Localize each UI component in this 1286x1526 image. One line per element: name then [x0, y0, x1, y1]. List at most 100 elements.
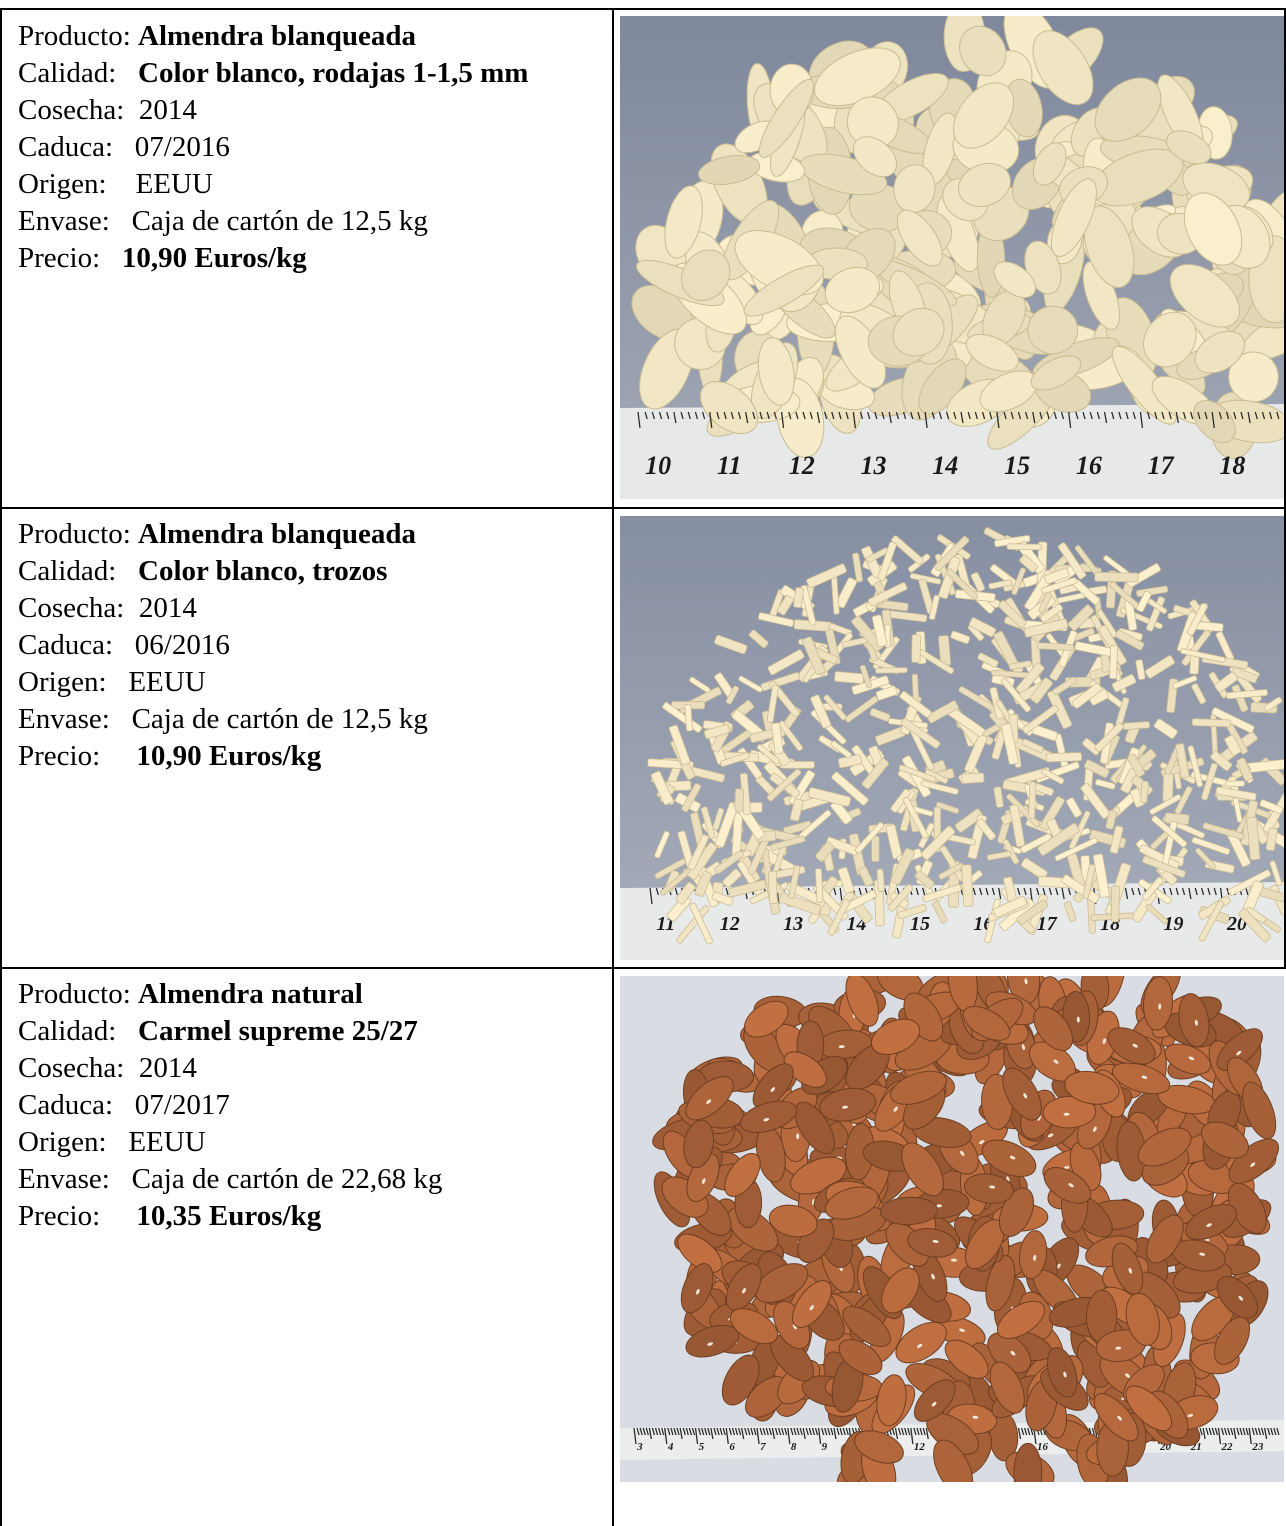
almond-sliver — [1149, 794, 1182, 815]
ruler-tick — [667, 1427, 671, 1436]
table-right-border — [1284, 8, 1286, 968]
almond-sliver — [899, 691, 932, 718]
almond-slice — [680, 249, 731, 301]
ruler-tick — [916, 1427, 920, 1436]
field-value: 10,90 Euros/kg — [136, 740, 322, 772]
almond-sliver — [977, 652, 999, 668]
ruler-number: 8 — [791, 1441, 797, 1453]
ruler-tick — [1024, 411, 1029, 420]
almond-sliver — [1230, 666, 1259, 684]
ruler-tick — [1261, 411, 1266, 420]
almond — [1201, 1121, 1249, 1159]
almond-slice — [953, 82, 1015, 149]
almond-sliver — [1083, 759, 1110, 778]
almond-chip — [931, 1401, 937, 1407]
ruler-tick — [747, 1427, 751, 1436]
almond-sliver — [1044, 567, 1070, 585]
ruler-tick — [799, 1427, 803, 1436]
ruler-tick — [921, 887, 926, 896]
almond-chip — [1238, 1295, 1244, 1301]
almond-sliver — [900, 717, 941, 749]
ruler-tick — [666, 411, 670, 420]
almond-sliver — [1038, 591, 1053, 614]
almond — [824, 1186, 879, 1220]
ruler-tick — [831, 411, 835, 420]
almond-chip — [1236, 1050, 1242, 1056]
field-label: Producto: — [18, 978, 131, 1010]
ruler-tick — [1257, 1427, 1262, 1436]
ruler-tick — [1036, 887, 1040, 896]
almond-sliver — [1226, 689, 1268, 700]
almond-sliver — [875, 685, 898, 701]
almond-chip — [1141, 1075, 1148, 1079]
almond-chip — [932, 1239, 939, 1244]
ruler-tick — [1263, 1427, 1268, 1440]
almond-sliver — [1039, 796, 1065, 831]
ruler-tick — [1091, 1427, 1095, 1436]
almond — [1216, 1276, 1258, 1319]
almond-chip — [796, 1133, 800, 1140]
product-photo-natural-almonds: 34567891011121314151617181920212223 — [620, 976, 1284, 1482]
product-line-caduca: Caduca: 06/2016 — [18, 627, 428, 664]
ruler-tick — [795, 411, 799, 420]
ruler-tick — [697, 1427, 702, 1436]
product-info-1: Producto: Almendra blanqueada Calidad: C… — [18, 18, 528, 277]
almond-sliver — [1041, 768, 1065, 785]
ruler-tick — [1124, 887, 1129, 900]
ruler-tick — [910, 1427, 914, 1445]
almond — [1111, 1062, 1171, 1095]
almond-chip — [792, 1323, 797, 1330]
ruler-tick — [694, 1427, 699, 1445]
ruler-tick — [816, 411, 821, 424]
almond-slice — [1030, 355, 1082, 391]
ruler-tick — [996, 411, 1000, 429]
field-label: Precio: — [18, 1200, 101, 1232]
ruler-number: 18 — [1219, 451, 1245, 480]
almond-sliver — [788, 865, 801, 899]
almond-sliver — [810, 694, 832, 729]
almond-sliver — [1198, 900, 1225, 942]
almond-sliver — [1110, 885, 1120, 923]
spacer — [107, 1126, 129, 1158]
ruler-tick — [845, 411, 849, 420]
almond — [998, 1187, 1035, 1237]
almond — [913, 1379, 956, 1422]
ruler-ticks — [637, 411, 1280, 429]
almond-sliver — [988, 579, 1013, 590]
ruler-tick — [1139, 411, 1144, 429]
product-line-caduca: Caduca: 07/2016 — [18, 129, 528, 166]
spacer — [131, 20, 138, 52]
ruler-tick — [907, 1427, 911, 1436]
field-label: Caduca: — [18, 131, 114, 163]
almond-sliver — [1071, 682, 1103, 709]
ruler-tick — [1131, 887, 1135, 896]
almond-sliver — [858, 866, 874, 887]
ruler-tick — [1017, 1427, 1022, 1440]
ruler-tick — [1055, 887, 1059, 896]
product-line-envase: Envase: Caja de cartón de 22,68 kg — [18, 1161, 442, 1198]
almond-chip — [1023, 1092, 1028, 1099]
ruler-tick — [710, 1427, 714, 1440]
ruler-tick — [1270, 1427, 1274, 1436]
almond-sliver — [689, 902, 713, 945]
almond-chip — [770, 1087, 776, 1093]
ruler-tick — [1204, 411, 1208, 420]
almond-sliver — [700, 806, 716, 839]
ruler-tick — [1161, 411, 1165, 420]
almond — [901, 1142, 944, 1197]
almond-chip — [1132, 1043, 1138, 1048]
field-value: Carmel supreme 25/27 — [138, 1015, 418, 1047]
field-label: Precio: — [18, 740, 101, 772]
ruler-number: 9 — [822, 1441, 828, 1453]
field-label: Precio: — [18, 242, 101, 274]
almond-sliver — [1052, 676, 1077, 696]
almond — [725, 1263, 762, 1311]
field-label: Envase: — [18, 1163, 110, 1195]
ruler-tick — [1254, 411, 1258, 420]
ruler-tick — [1197, 411, 1201, 420]
ruler-tick — [858, 887, 862, 896]
ruler-tick — [998, 887, 1002, 900]
ruler-tick — [759, 411, 763, 420]
almond — [729, 1308, 779, 1345]
